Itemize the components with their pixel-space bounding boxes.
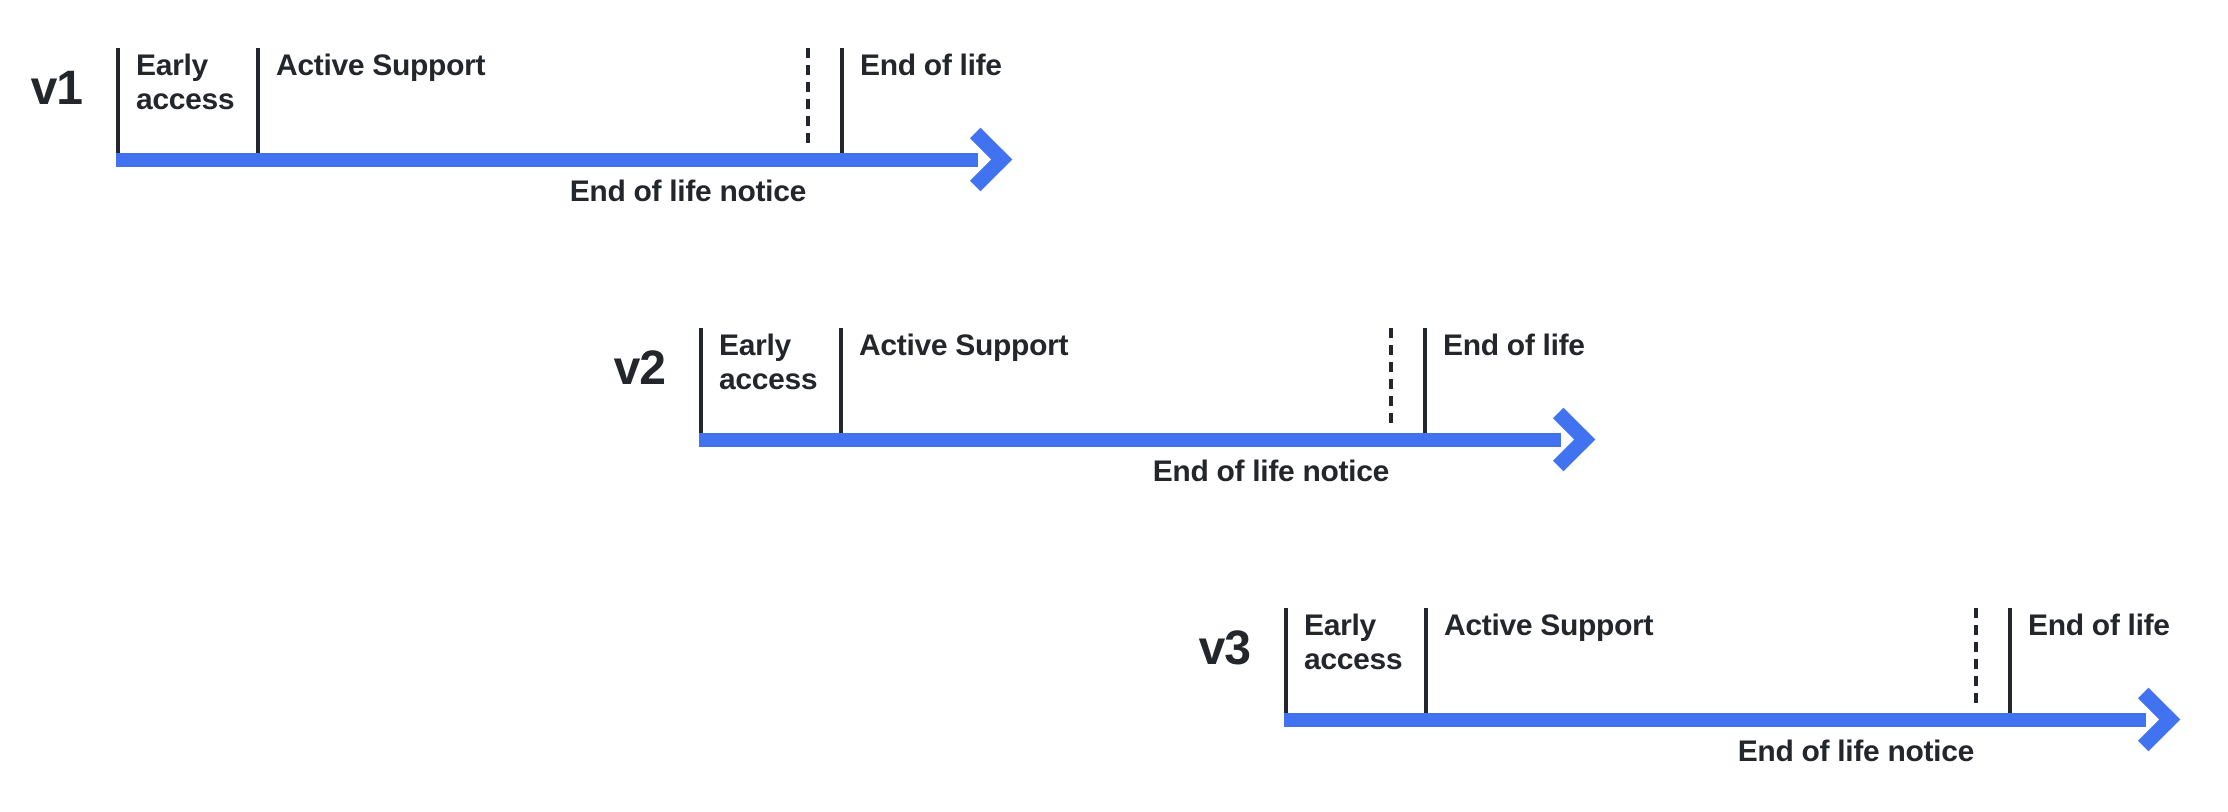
eol-notice-dashed-tick — [1389, 328, 1393, 429]
active-support-tick — [1424, 608, 1428, 713]
eol-notice-dashed-tick — [806, 48, 810, 149]
version-label: v1 — [30, 62, 83, 115]
active-support-label: Active Support — [1444, 609, 1654, 642]
eol-notice-label: End of life notice — [569, 175, 807, 208]
timeline-arrow-head-icon — [1531, 407, 1596, 472]
active-support-tick — [839, 328, 843, 433]
end-of-life-label: End of life — [2028, 609, 2170, 642]
end-of-life-tick — [2008, 608, 2012, 713]
end-of-life-label: End of life — [860, 49, 1002, 82]
early-access-label: Early access — [719, 329, 818, 396]
timeline-arrow-shaft — [699, 433, 1561, 447]
timeline-arrow-head-icon — [2116, 687, 2181, 752]
timeline-arrow-head-icon — [948, 127, 1013, 192]
active-support-label: Active Support — [859, 329, 1069, 362]
early-access-tick — [699, 328, 703, 433]
eol-notice-label: End of life notice — [1737, 735, 1975, 768]
active-support-label: Active Support — [276, 49, 486, 82]
early-access-label: Early access — [1304, 609, 1403, 676]
timeline-row-v1: v1 Early access Active Support End of li… — [31, 48, 1046, 218]
version-label: v2 — [613, 342, 666, 395]
version-label: v3 — [1198, 622, 1251, 675]
end-of-life-tick — [840, 48, 844, 153]
early-access-tick — [116, 48, 120, 153]
eol-notice-dashed-tick — [1974, 608, 1978, 709]
eol-notice-label: End of life notice — [1152, 455, 1390, 488]
early-access-label: Early access — [136, 49, 235, 116]
early-access-tick — [1284, 608, 1288, 713]
end-of-life-tick — [1423, 328, 1427, 433]
timeline-row-v3: v3 Early access Active Support End of li… — [1199, 608, 2214, 778]
end-of-life-label: End of life — [1443, 329, 1585, 362]
timeline-arrow-shaft — [1284, 713, 2146, 727]
timeline-row-v2: v2 Early access Active Support End of li… — [614, 328, 1629, 498]
active-support-tick — [256, 48, 260, 153]
timeline-arrow-shaft — [116, 153, 978, 167]
